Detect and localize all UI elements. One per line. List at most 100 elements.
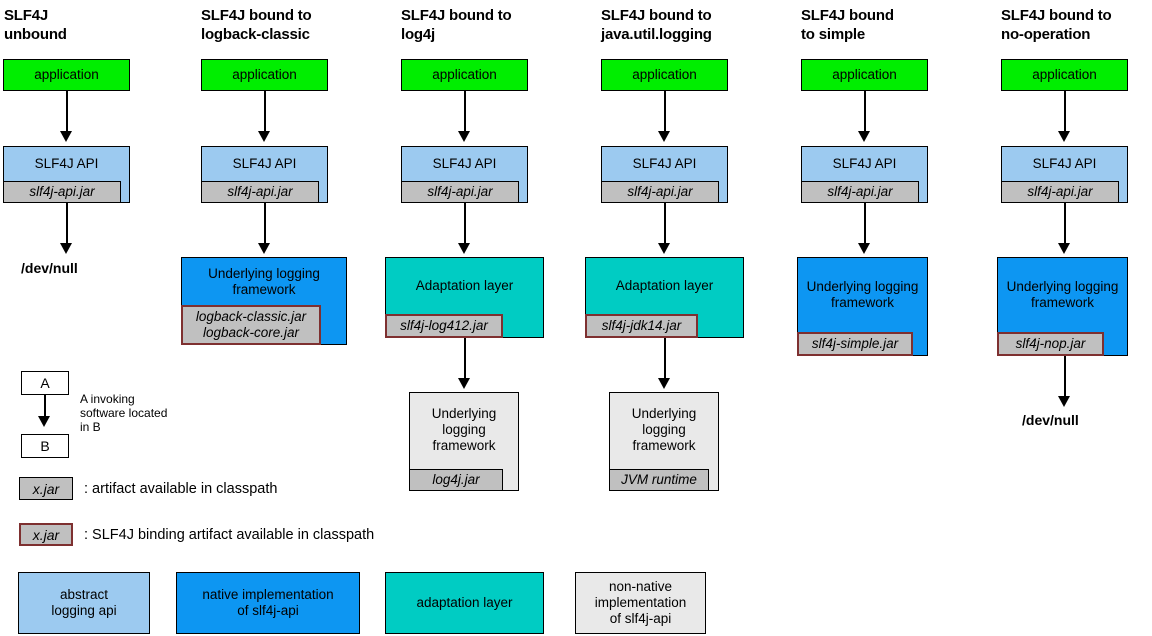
column-title-unbound: SLF4J unbound — [4, 7, 67, 43]
jar-chip-slf4j-nop: slf4j-nop.jar — [997, 332, 1104, 356]
legend-chip-artifact-label: x.jar — [32, 480, 60, 497]
legend-arrow-head-icon — [38, 416, 50, 427]
legend-artifact-caption: : artifact available in classpath — [84, 481, 278, 497]
node-slf4j-api-nop: SLF4J API slf4j-api.jar — [1001, 146, 1128, 203]
jar-chip-slf4j-api: slf4j-api.jar — [3, 181, 121, 203]
node-label: Underlying logging framework — [431, 405, 497, 453]
legend-box-b-label: B — [40, 438, 50, 454]
column-title-log4j: SLF4J bound to log4j — [401, 7, 512, 43]
jar-chip-slf4j-log4j12: slf4j-log412.jar — [385, 314, 503, 338]
arrow-line — [864, 91, 866, 134]
arrow-head-icon — [1058, 243, 1070, 254]
arrow-head-icon — [858, 131, 870, 142]
legend-swatch-native-impl: native implementation of slf4j-api — [176, 572, 360, 634]
node-slf4j-api-unbound: SLF4J API slf4j-api.jar — [3, 146, 130, 203]
node-slf4j-api-log4j: SLF4J API slf4j-api.jar — [401, 146, 528, 203]
node-slf4j-api-jul: SLF4J API slf4j-api.jar — [601, 146, 728, 203]
node-label: Underlying logging framework — [806, 278, 919, 310]
node-label: application — [1032, 67, 1097, 82]
jar-chip-slf4j-jdk14: slf4j-jdk14.jar — [585, 314, 698, 338]
arrow-head-icon — [60, 243, 72, 254]
arrow-line — [1064, 356, 1066, 399]
node-label: application — [632, 67, 697, 82]
legend-chip-binding-label: x.jar — [32, 526, 60, 543]
node-adaptation-layer-log4j: Adaptation layer slf4j-log412.jar — [385, 257, 544, 338]
legend-swatch-label: non-native implementation of slf4j-api — [594, 579, 687, 626]
node-application-log4j: application — [401, 59, 528, 91]
node-label: application — [232, 67, 297, 82]
jar-chip-slf4j-api: slf4j-api.jar — [1001, 181, 1119, 203]
node-label: application — [34, 67, 99, 82]
legend-swatch-label: native implementation of slf4j-api — [202, 587, 334, 618]
terminal-dev-null-nop: /dev/null — [1022, 412, 1079, 428]
node-label: application — [432, 67, 497, 82]
node-label: SLF4J API — [632, 155, 697, 171]
arrow-head-icon — [258, 243, 270, 254]
legend-chip-binding: x.jar — [19, 523, 73, 546]
legend-box-b: B — [21, 434, 69, 458]
legend-swatch-abstract-api: abstract logging api — [18, 572, 150, 634]
node-label: SLF4J API — [34, 155, 99, 171]
arrow-line — [264, 91, 266, 134]
arrow-line — [1064, 203, 1066, 246]
jar-chip-logback: logback-classic.jar logback-core.jar — [181, 305, 321, 345]
arrow-line — [464, 203, 466, 246]
arrow-line — [664, 203, 666, 246]
legend-chip-artifact: x.jar — [19, 477, 73, 500]
arrow-head-icon — [258, 131, 270, 142]
node-underlying-framework-jul: Underlying logging framework JVM runtime — [609, 392, 719, 491]
arrow-head-icon — [458, 378, 470, 389]
terminal-dev-null-unbound: /dev/null — [21, 260, 78, 276]
jar-chip-log4j: log4j.jar — [409, 469, 503, 491]
node-label: Underlying logging framework — [1006, 278, 1119, 310]
arrow-line — [664, 91, 666, 134]
node-underlying-framework-nop: Underlying logging framework slf4j-nop.j… — [997, 257, 1128, 356]
arrow-line — [264, 203, 266, 246]
jar-chip-slf4j-api: slf4j-api.jar — [201, 181, 319, 203]
legend-box-a: A — [21, 371, 69, 395]
node-application-jul: application — [601, 59, 728, 91]
jar-chip-slf4j-api: slf4j-api.jar — [801, 181, 919, 203]
legend-arrow-line — [44, 395, 46, 419]
column-title-logback-classic: SLF4J bound to logback-classic — [201, 7, 312, 43]
arrow-head-icon — [658, 378, 670, 389]
arrow-head-icon — [658, 243, 670, 254]
legend-binding-caption: : SLF4J binding artifact available in cl… — [84, 527, 375, 543]
column-title-simple: SLF4J bound to simple — [801, 7, 894, 43]
node-application-unbound: application — [3, 59, 130, 91]
node-label: Adaptation layer — [615, 277, 714, 293]
node-label: SLF4J API — [232, 155, 297, 171]
arrow-head-icon — [658, 131, 670, 142]
arrow-head-icon — [1058, 131, 1070, 142]
arrow-line — [1064, 91, 1066, 134]
arrow-head-icon — [858, 243, 870, 254]
arrow-line — [864, 203, 866, 246]
arrow-line — [66, 203, 68, 246]
legend-swatch-label: adaptation layer — [416, 595, 513, 610]
jar-chip-jvm-runtime: JVM runtime — [609, 469, 709, 491]
node-label: SLF4J API — [1032, 155, 1097, 171]
jar-chip-slf4j-api: slf4j-api.jar — [401, 181, 519, 203]
arrow-head-icon — [60, 131, 72, 142]
legend-box-a-label: A — [40, 375, 50, 391]
node-underlying-framework-logback: Underlying logging framework logback-cla… — [181, 257, 347, 345]
node-label: SLF4J API — [832, 155, 897, 171]
node-label: Underlying logging framework — [631, 405, 697, 453]
node-underlying-framework-log4j: Underlying logging framework log4j.jar — [409, 392, 519, 491]
node-label: application — [832, 67, 897, 82]
node-adaptation-layer-jul: Adaptation layer slf4j-jdk14.jar — [585, 257, 744, 338]
legend-swatch-label: abstract logging api — [51, 587, 117, 618]
node-label: SLF4J API — [432, 155, 497, 171]
node-label: Adaptation layer — [415, 277, 514, 293]
arrow-line — [464, 91, 466, 134]
legend-swatch-non-native-impl: non-native implementation of slf4j-api — [575, 572, 706, 634]
node-application-nop: application — [1001, 59, 1128, 91]
arrow-head-icon — [458, 131, 470, 142]
arrow-line — [66, 91, 68, 134]
jar-chip-slf4j-simple: slf4j-simple.jar — [797, 332, 913, 356]
column-title-no-operation: SLF4J bound to no-operation — [1001, 7, 1112, 43]
node-slf4j-api-logback: SLF4J API slf4j-api.jar — [201, 146, 328, 203]
arrow-head-icon — [458, 243, 470, 254]
node-label: Underlying logging framework — [208, 266, 320, 297]
arrow-line — [664, 338, 666, 381]
